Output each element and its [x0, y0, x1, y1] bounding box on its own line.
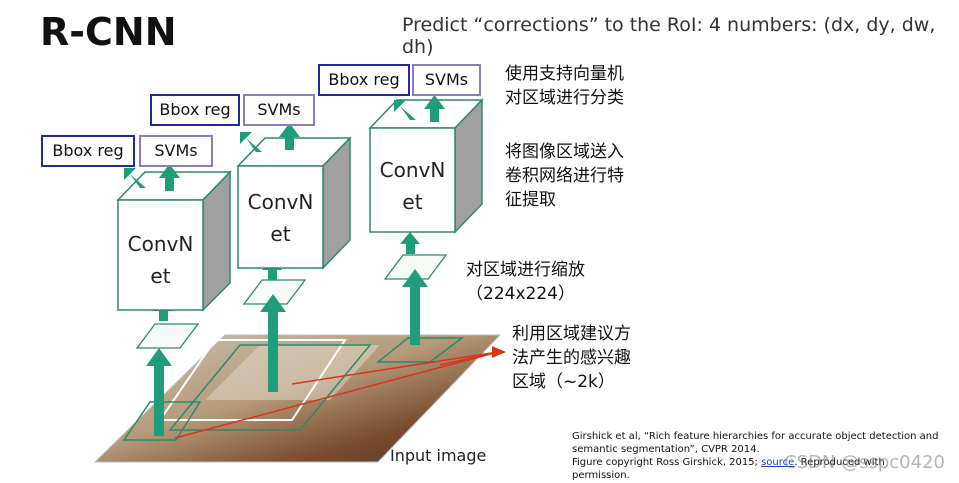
region-proposal: [158, 339, 347, 421]
citation-text: Figure copyright Ross Girshick, 2015;: [572, 457, 762, 468]
convnet-box-front: [369, 127, 456, 233]
warped-region: [135, 323, 200, 349]
cnn-note: 将图像区域送入 卷积网络进行特 征提取: [505, 142, 624, 210]
convnet-label-line: et: [150, 264, 171, 288]
input-image-label: Input image: [390, 446, 487, 465]
citation: Girshick et al, “Rich feature hierarchie…: [572, 430, 942, 482]
bbox-reg-label: Bbox reg: [52, 141, 124, 160]
svms-label: SVMs: [154, 141, 198, 160]
citation-text: . Reproduced with permission.: [572, 457, 885, 481]
svms-label: SVMs: [257, 100, 301, 119]
proposal-note: 利用区域建议方 法产生的感兴趣 区域（~2k）: [512, 324, 631, 392]
bbox-correction-caption: Predict “corrections” to the RoI: 4 numb…: [402, 14, 936, 58]
flow-arrow: [410, 285, 420, 345]
flow-arrow: [268, 310, 278, 392]
citation-line: Figure copyright Ross Girshick, 2015; so…: [572, 456, 942, 482]
bbox-reg-box: Bbox reg: [41, 135, 135, 167]
svms-box: SVMs: [243, 94, 315, 126]
bbox-reg-box: Bbox reg: [150, 94, 240, 126]
page-title: R-CNN: [40, 10, 177, 54]
svm-output-arrow: [430, 108, 439, 122]
bbox-output-arrow: [124, 168, 146, 188]
warp-note: 对区域进行缩放 （224x224）: [466, 260, 585, 304]
convnet-label-line: ConvN: [247, 190, 314, 214]
convnet-label: ConvN et: [238, 186, 323, 250]
pointer-line: [291, 351, 499, 385]
warped-region: [383, 254, 448, 280]
convnet-label: ConvN et: [370, 154, 455, 218]
bbox-output-arrow: [394, 100, 416, 120]
convnet-label-line: et: [402, 190, 423, 214]
bbox-reg-box: Bbox reg: [318, 64, 410, 96]
convnet-box-front: [237, 165, 324, 269]
svms-box: SVMs: [412, 64, 481, 96]
convnet-label: ConvN et: [118, 228, 203, 292]
pointer-line: [174, 351, 499, 439]
warped-region: [242, 279, 307, 305]
citation-line: semantic segmentation”, CVPR 2014.: [572, 444, 760, 455]
bbox-output-arrow: [240, 132, 262, 152]
bbox-reg-label: Bbox reg: [328, 70, 400, 89]
convnet-label-line: ConvN: [379, 158, 446, 182]
bbox-reg-label: Bbox reg: [159, 100, 231, 119]
convnet-label-line: ConvN: [127, 232, 194, 256]
source-link[interactable]: source: [761, 457, 795, 468]
region-proposal: [122, 401, 202, 441]
convnet-box-front: [117, 199, 204, 311]
watermark: CSDN @sspc0420: [784, 452, 945, 473]
citation-line: Girshick et al, “Rich feature hierarchie…: [572, 431, 939, 442]
pointer-arrowhead: [492, 346, 506, 358]
convnet-label-line: et: [270, 222, 291, 246]
svms-label: SVMs: [424, 70, 469, 89]
svm-output-arrow: [285, 136, 294, 150]
flow-arrow: [159, 307, 168, 321]
svms-box: SVMs: [139, 135, 213, 167]
svm-output-arrow: [165, 177, 174, 191]
svm-note: 使用支持向量机 对区域进行分类: [505, 64, 624, 108]
flow-arrow: [268, 266, 277, 280]
flow-arrow: [154, 364, 164, 436]
flow-arrow: [406, 240, 415, 254]
